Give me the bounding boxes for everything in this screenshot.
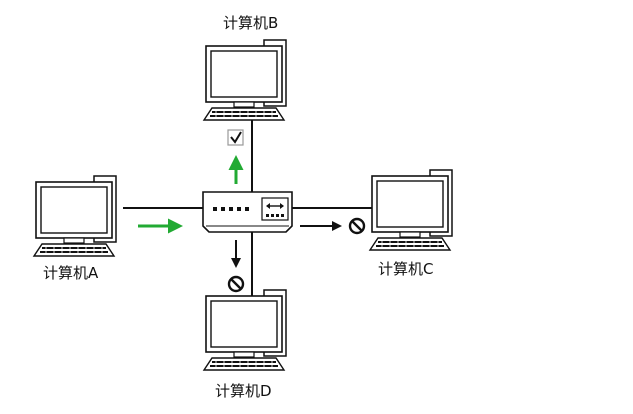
computer-d-label: 计算机D	[215, 382, 272, 400]
computer-b-icon	[203, 39, 287, 121]
check-icon	[227, 129, 244, 146]
prohibited-icon-c	[348, 217, 366, 235]
computer-d-icon	[203, 289, 287, 371]
prohibited-icon-d	[227, 275, 245, 293]
computer-a-label: 计算机A	[43, 264, 99, 282]
switch-icon	[202, 191, 293, 233]
computer-c-icon	[369, 169, 453, 251]
computer-c-label: 计算机C	[378, 260, 434, 278]
computer-b-label: 计算机B	[223, 14, 279, 32]
bidirectional-arrow-icon	[266, 203, 284, 209]
computer-a-icon	[33, 175, 117, 257]
